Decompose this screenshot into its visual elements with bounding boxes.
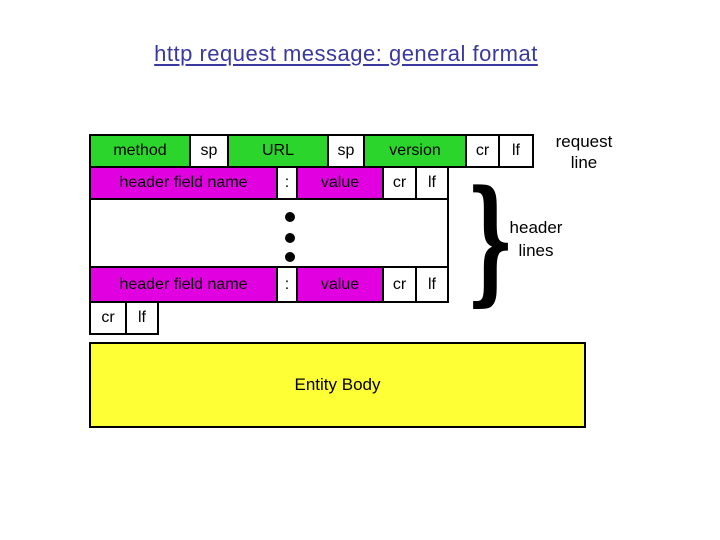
ellipsis-dot-2 — [285, 233, 295, 243]
curly-brace: } — [466, 160, 515, 319]
cell-method: method — [89, 134, 191, 168]
header-lines-label-line2: lines — [518, 241, 554, 260]
cell-url: URL — [227, 134, 329, 168]
cell-cr-final: cr — [89, 301, 127, 335]
header-row-top: header field name : value cr lf — [89, 166, 449, 200]
header-row-bottom: header field name : value cr lf — [89, 266, 449, 303]
cell-value-top: value — [296, 166, 384, 200]
cell-lf-bottom: lf — [415, 266, 449, 303]
request-line-row: method sp URL sp version cr lf — [89, 134, 534, 168]
header-lines-label-line1: header — [509, 218, 563, 237]
cell-cr-top: cr — [382, 166, 417, 200]
cell-lf-final: lf — [125, 301, 159, 335]
request-line-label: request line — [540, 131, 628, 173]
cell-header-field-name-bottom: header field name — [89, 266, 278, 303]
cell-colon-top: : — [276, 166, 298, 200]
cell-header-field-name-top: header field name — [89, 166, 278, 200]
ellipsis-dot-1 — [285, 212, 295, 222]
cell-version: version — [363, 134, 467, 168]
entity-body-label: Entity Body — [294, 375, 381, 394]
request-line-label-line1: request — [555, 132, 613, 151]
slide-title: http request message: general format — [154, 41, 538, 66]
cell-sp-2: sp — [327, 134, 365, 168]
entity-body-box: Entity Body — [89, 342, 586, 428]
header-lines-label: header lines — [498, 216, 574, 262]
vertical-ellipsis-box — [89, 198, 449, 268]
cell-colon-bottom: : — [276, 266, 298, 303]
cell-value-bottom: value — [296, 266, 384, 303]
cell-lf-top: lf — [415, 166, 449, 200]
ellipsis-dot-3 — [285, 252, 295, 262]
cell-cr-bottom: cr — [382, 266, 417, 303]
request-line-label-line2: line — [570, 153, 598, 172]
cell-lf-request: lf — [498, 134, 534, 168]
cell-sp-1: sp — [189, 134, 229, 168]
crlf-row: cr lf — [89, 301, 159, 335]
